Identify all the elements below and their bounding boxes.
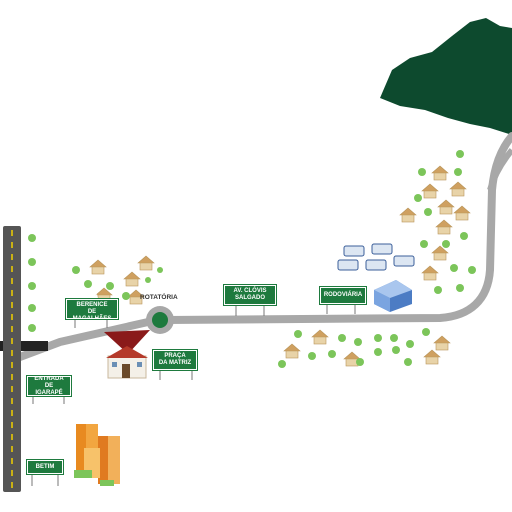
sign-entrada-igarape: ENTRADA DE IGARAPÉ [26, 375, 72, 397]
sign-rodoviaria: RODOVIÁRIA [319, 286, 367, 305]
sign-praca-matriz: PRAÇA DA MATRIZ [152, 349, 198, 371]
houses-group-right-lower [283, 329, 451, 367]
houses-group-right-upper [399, 165, 471, 281]
mountain-forest [380, 18, 512, 135]
sign-av-clovis: AV. CLÓVIS SALGADO [223, 284, 277, 306]
highway [3, 226, 21, 492]
praca-triangle [104, 330, 150, 354]
junction-road [0, 341, 48, 351]
trees [28, 150, 476, 368]
bus-icons [337, 243, 415, 271]
rotatoria-label: ROTATÓRIA [140, 294, 178, 301]
church-icon [106, 346, 148, 379]
sign-rua-berenice: RUA BERENICE DE MAGALHÃES [65, 295, 119, 322]
road-to-mountain [162, 132, 512, 324]
rodoviaria-building-icon [374, 280, 412, 312]
betim-buildings-icon [74, 424, 120, 486]
road-branch [487, 148, 512, 191]
houses-group-left [89, 255, 155, 305]
road-to-roundabout [10, 318, 149, 364]
sign-betim: BETIM [26, 459, 64, 475]
